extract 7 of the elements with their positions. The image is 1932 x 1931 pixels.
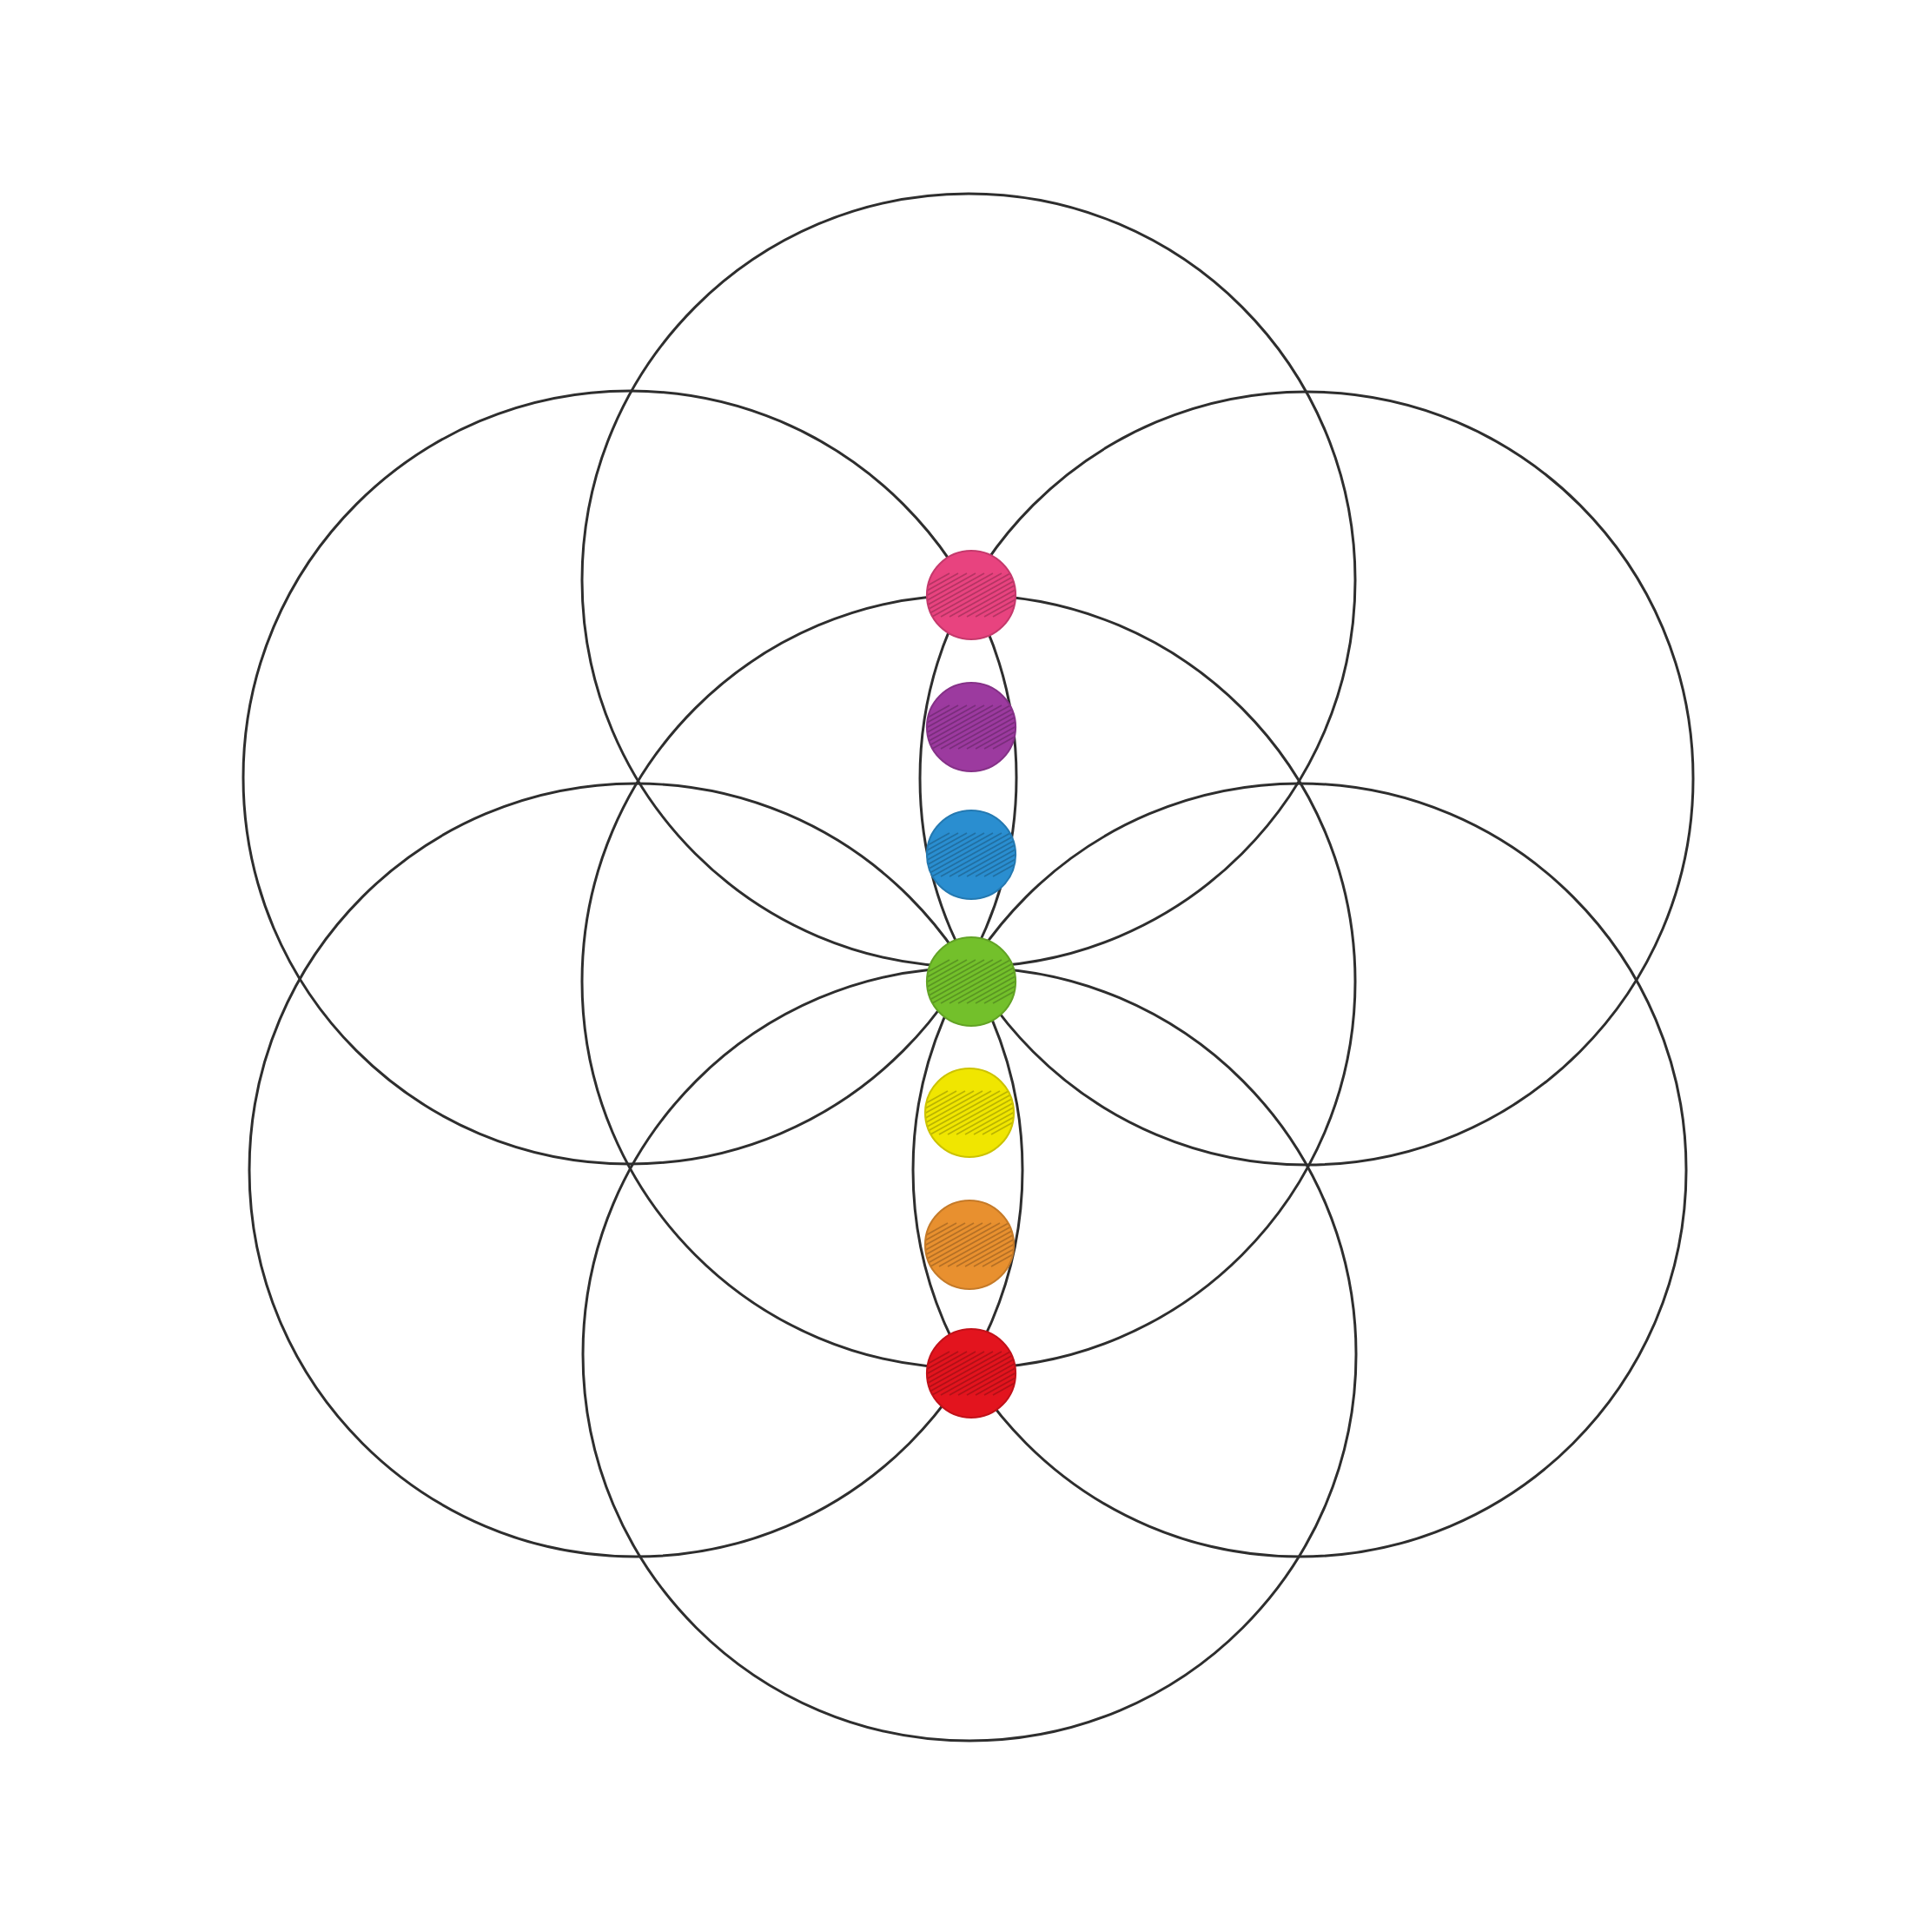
dot bbox=[925, 1327, 1017, 1419]
dot bbox=[925, 549, 1017, 641]
dot bbox=[925, 809, 1017, 901]
dot bbox=[925, 681, 1017, 773]
dot bbox=[923, 1067, 1016, 1159]
dot bbox=[923, 1199, 1016, 1291]
dot bbox=[925, 936, 1017, 1028]
